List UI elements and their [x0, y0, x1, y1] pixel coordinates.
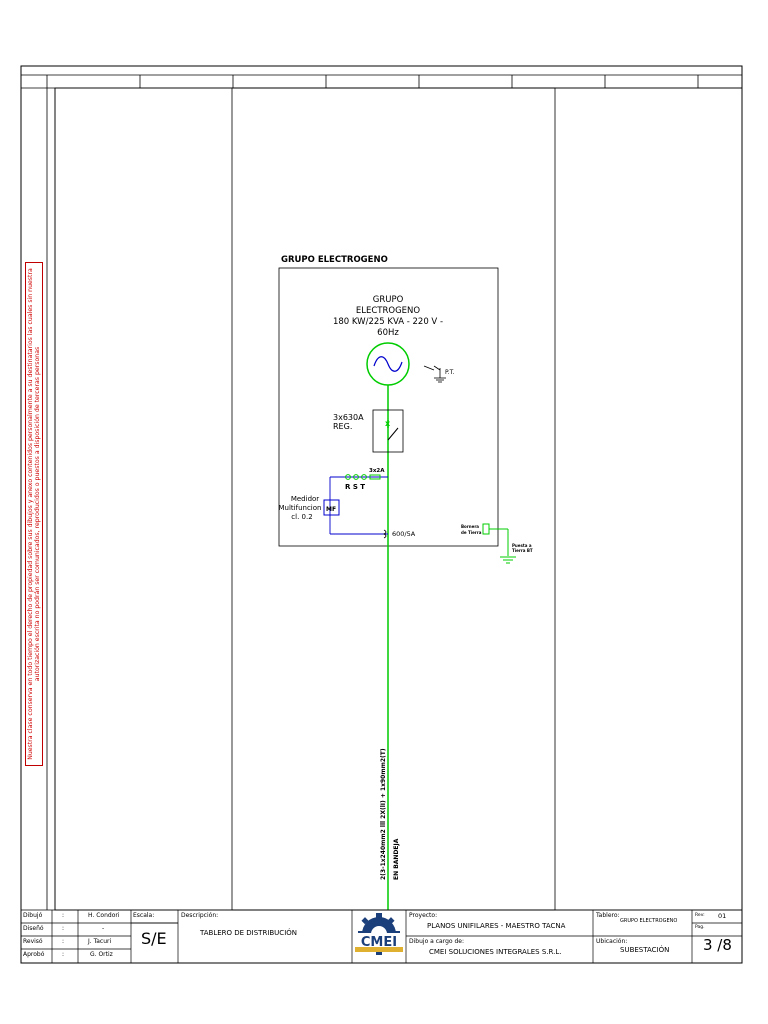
breaker-type: REG.	[333, 422, 352, 431]
row-value-reviso: J. Tacuri	[88, 938, 112, 945]
row-value-diseno: -	[102, 925, 105, 932]
row-label-dibujo: Dibujó	[23, 912, 43, 919]
tablero-label: Tablero:	[596, 912, 620, 919]
generator-line4: 60Hz	[377, 328, 399, 338]
breaker-x-mark: x	[385, 419, 391, 428]
rev-value: 01	[718, 912, 727, 920]
descripcion-label: Descripción:	[181, 912, 219, 919]
proyecto-value: PLANOS UNIFILARES - MAESTRO TACNA	[427, 922, 566, 930]
earth-icon	[500, 556, 516, 564]
row-label-aprobo: Aprobó	[23, 951, 45, 958]
breaker-box	[372, 409, 404, 453]
current-transformer-icon	[383, 529, 387, 539]
legal-note-box: Nuestra clase conserva en todo tiempo el…	[25, 262, 43, 766]
meter-line2: Multifuncion	[279, 504, 322, 512]
generator-line2: ELECTROGENO	[356, 306, 421, 316]
meter-line3: cl. 0.2	[291, 513, 312, 521]
phase-labels: R S T	[345, 483, 365, 491]
breaker-rating: 3x630A	[333, 413, 364, 422]
descripcion-value: TABLERO DE DISTRIBUCIÓN	[200, 929, 298, 937]
proyecto-label: Proyecto:	[409, 912, 438, 919]
meter-line1: Medidor	[291, 495, 319, 503]
escala-value: S/E	[141, 929, 167, 948]
sine-wave-icon	[373, 356, 403, 372]
row-colon: :	[62, 938, 65, 945]
meter-box	[323, 499, 340, 516]
meter-box-label: MF	[326, 506, 336, 513]
ubicacion-label: Ubicación:	[596, 938, 628, 945]
row-colon: :	[62, 925, 65, 932]
diagram-frame-title: GRUPO ELECTROGENO	[281, 255, 388, 265]
ground-bar-line2: de Tierra	[461, 530, 482, 535]
ground-terminal-icon	[423, 365, 446, 383]
ubicacion-value: SUBESTACIÓN	[620, 946, 670, 954]
escala-label: Escala:	[133, 912, 155, 919]
cable-spec: 2(3-1x240mm2 lll 2X(lI) + 1x90mm2(T)	[380, 748, 387, 880]
fuse-icons	[345, 474, 381, 480]
earth-line1: Puesta a	[512, 543, 532, 548]
rev-label: Rev:	[695, 913, 705, 918]
row-colon: :	[62, 912, 65, 919]
row-label-reviso: Revisó	[23, 938, 43, 945]
pag-value: 3 /8	[703, 936, 732, 954]
logo-text: CMEI	[361, 935, 397, 950]
generator-line1: GRUPO	[373, 295, 404, 305]
generator-line3: 180 KW/225 KVA - 220 V -	[333, 317, 443, 327]
cable-tray: EN BANDEJA	[393, 838, 400, 880]
cmei-logo	[355, 913, 403, 955]
row-label-diseno: Diseñó	[23, 925, 44, 932]
fuse-label: 3x2A	[369, 468, 385, 474]
earth-line2: Tierra BT	[512, 548, 533, 553]
tablero-value: GRUPO ELECTROGENO	[620, 918, 678, 924]
row-colon: :	[62, 951, 65, 958]
pag-label: Pag.	[695, 925, 705, 930]
ground-label: P.T.	[445, 369, 455, 376]
row-value-dibujo: H. Condori	[88, 912, 120, 919]
ct-label: 600/5A	[392, 530, 416, 538]
cargo-value: CMEI SOLUCIONES INTEGRALES S.R.L.	[429, 948, 562, 956]
ground-bar-line1: Bornera	[461, 524, 479, 529]
row-value-aprobo: G. Ortiz	[90, 951, 113, 958]
cargo-label: Dibujo a cargo de:	[409, 938, 464, 945]
